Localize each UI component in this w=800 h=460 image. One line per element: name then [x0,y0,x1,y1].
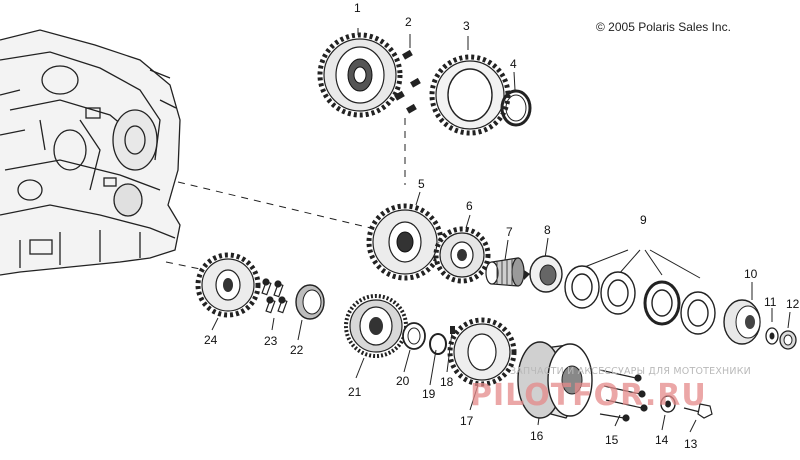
callout-12: 12 [786,297,800,311]
part-17-gear [447,317,517,387]
part-20-washer [402,322,426,350]
part-7-needle-bearing [485,257,525,287]
callout-17: 17 [460,414,474,428]
callout-23: 23 [264,334,278,348]
part-2-dowel-pins [394,49,421,114]
callout-5: 5 [418,177,425,191]
part-19-snap-ring [429,333,447,355]
callout-6: 6 [466,199,473,213]
part-5-gear [366,203,444,281]
part-21-driven-gear [344,294,408,358]
copyright-text: © 2005 Polaris Sales Inc. [596,20,731,34]
callout-22: 22 [290,343,304,357]
callout-15: 15 [605,433,619,447]
part-11-washer [765,327,779,345]
part-14-washer [660,395,676,413]
part-1-drive-gear [317,32,403,118]
callout-numbers: 1 2 3 4 5 6 7 8 9 10 11 12 13 14 15 16 1… [204,1,800,451]
callout-19: 19 [422,387,436,401]
part-8-hub [524,255,563,293]
callout-16: 16 [530,429,544,443]
part-13-bolt [683,403,713,419]
part-23-bolts [261,278,288,314]
part-6-small-gear [433,226,491,284]
callout-10: 10 [744,267,758,281]
callout-21: 21 [348,385,362,399]
callout-3: 3 [463,19,470,33]
part-10-pressure-plate [723,299,761,345]
callout-14: 14 [655,433,669,447]
part-18-key [450,326,455,334]
callout-13: 13 [684,437,698,451]
watermark-tagline: ЗАПЧАСТИ И АКСЕССУАРЫ ДЛЯ МОТОТЕХНИКИ [510,366,751,377]
part-12-nut [779,330,797,350]
watermark-logo: PILOTFOR.RU [470,378,707,413]
callout-24: 24 [204,333,218,347]
part-22-seal [295,284,325,320]
callout-1: 1 [354,1,361,15]
part-24-gear [195,252,261,318]
part-3-ring-gear [429,54,511,136]
part-9-clutch-plates [564,265,716,335]
callout-20: 20 [396,374,410,388]
part-16-clutch-drum [517,341,593,419]
callout-7: 7 [506,225,513,239]
callout-11: 11 [764,295,777,309]
callout-8: 8 [544,223,551,237]
callout-18: 18 [440,375,454,389]
callout-9: 9 [640,213,647,227]
callout-2: 2 [405,15,412,29]
callout-4: 4 [510,57,517,71]
engine-case-illustration [0,29,181,276]
part-15-bolts [599,369,648,422]
part-4-snap-ring [500,89,532,127]
